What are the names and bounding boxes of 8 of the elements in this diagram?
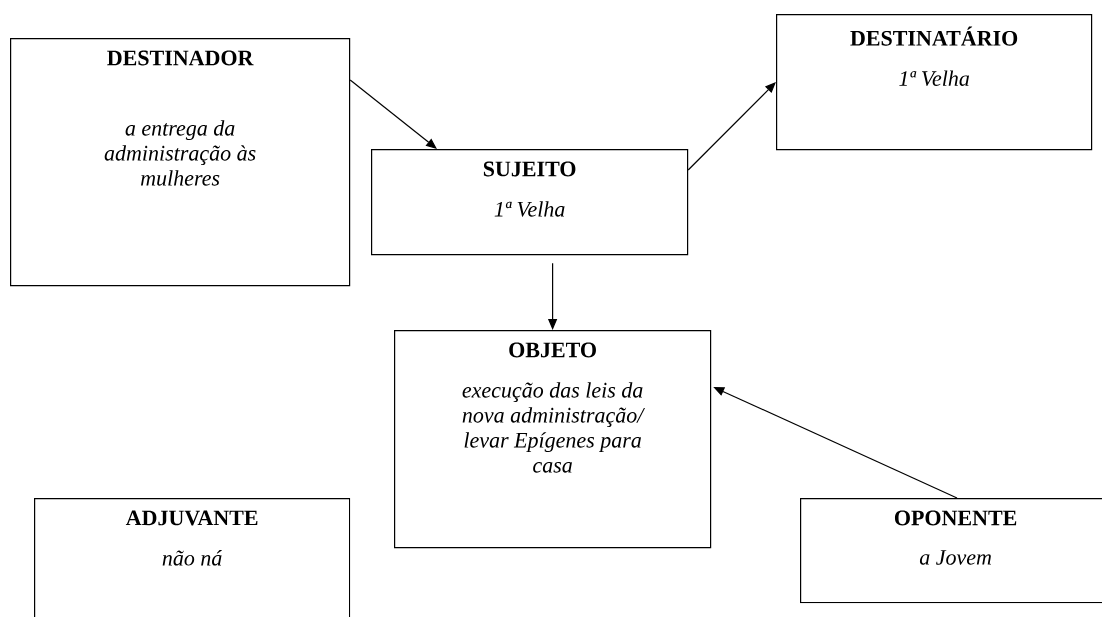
actant-box: OPONENTE a Jovem	[800, 498, 1102, 604]
actant-box: OBJETO execução das leis da nova administração/ levar Epígenes para casa	[394, 330, 712, 549]
actant-box: DESTINADOR a entrega da administração às mulheres	[10, 38, 351, 287]
actant-box: ADJUVANTE não ná	[34, 498, 351, 617]
arrow	[687, 82, 776, 171]
actant-box: SUJEITO 1ª Velha	[371, 149, 689, 256]
arrow	[349, 79, 437, 149]
actant-box: DESTINATÁRIO 1ª Velha	[776, 14, 1093, 151]
